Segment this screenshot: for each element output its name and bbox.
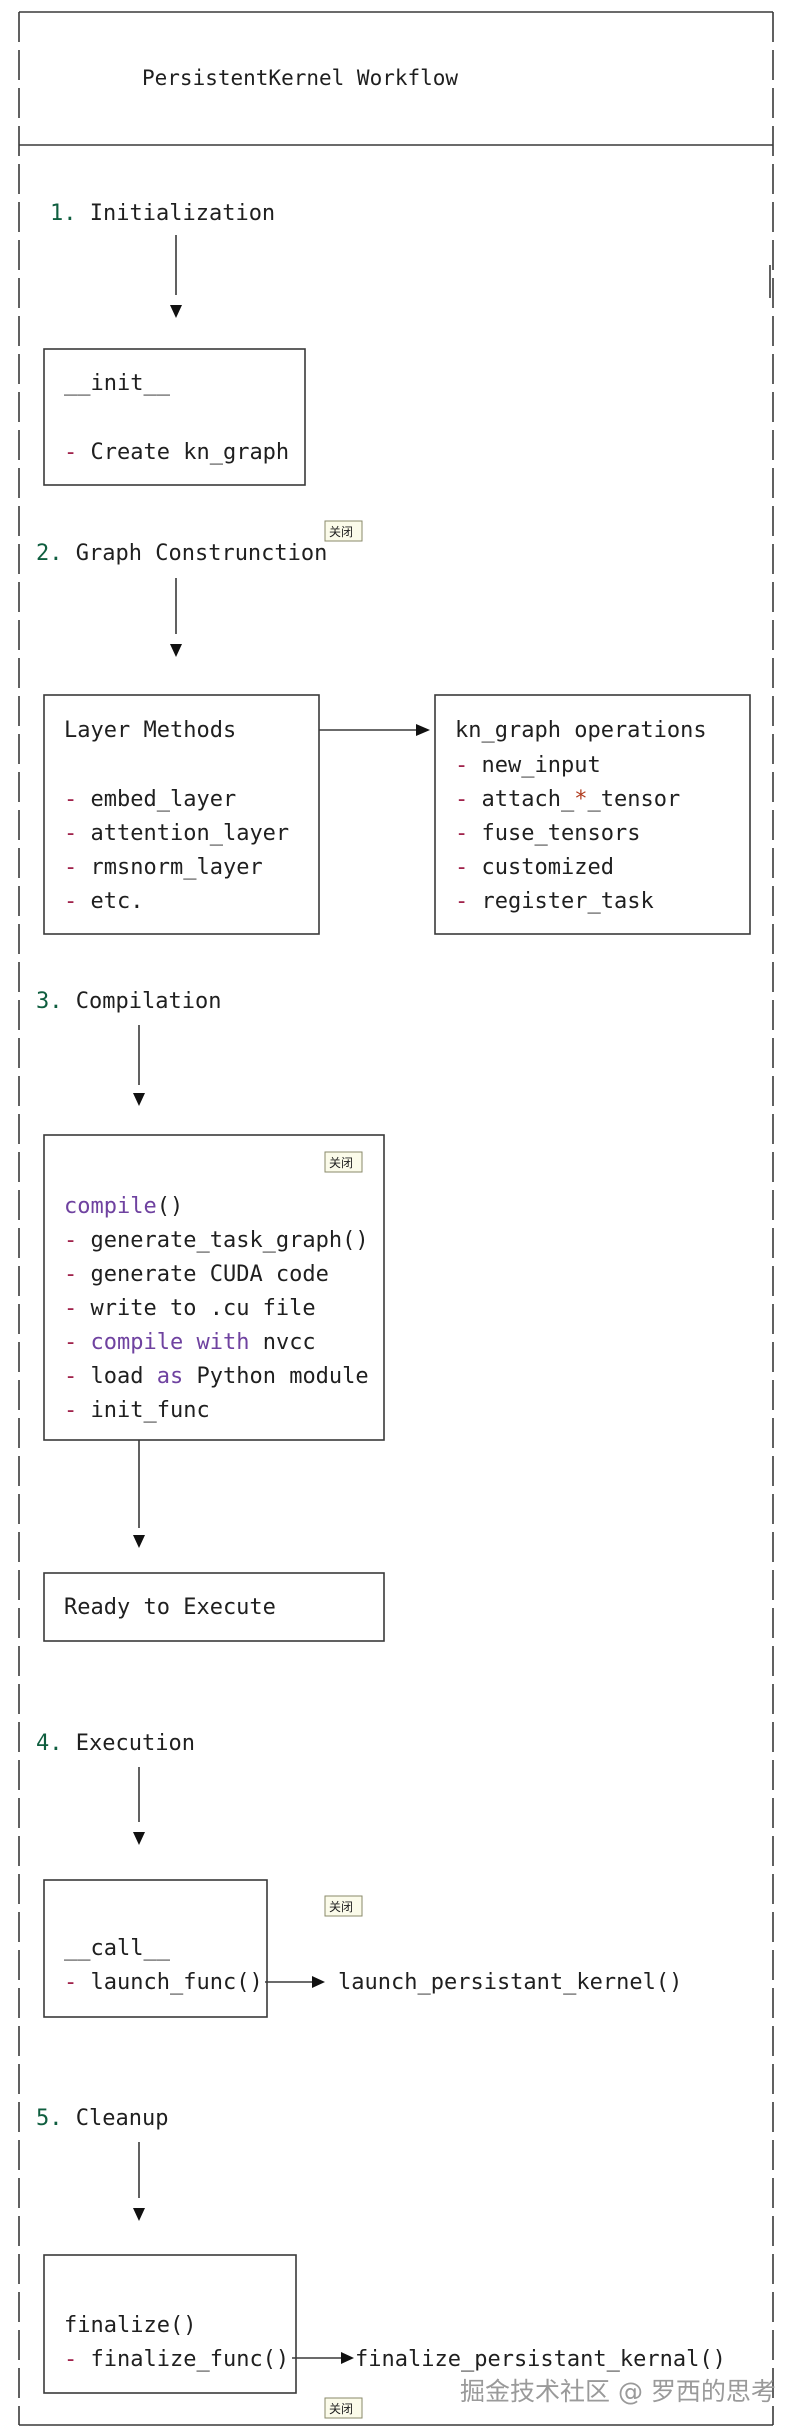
ops-box-item: - attach_*_tensor: [455, 787, 680, 812]
call-box-head: __call__: [64, 1936, 171, 1961]
layer-box-item: - etc.: [64, 889, 143, 914]
ops-box-head: kn_graph operations: [455, 718, 707, 743]
layer-box-item: - attention_layer: [64, 821, 289, 846]
close-badge[interactable]: 关闭: [324, 2397, 363, 2419]
layer-box-item: - embed_layer: [64, 787, 236, 812]
svg-text:关闭[interactable]: 关闭: [329, 1900, 353, 1914]
finalize-persistant-kernal-label: finalize_persistant_kernal(): [355, 2347, 726, 2372]
connector-step2: [170, 578, 182, 657]
ops-box-item: - new_input: [455, 753, 601, 778]
connector-finalize: [292, 2352, 354, 2364]
kn-graph-operations-box: kn_graph operations - new_input - attach…: [434, 694, 751, 935]
compile-box-item: - compile with nvcc: [64, 1330, 316, 1355]
connector-step5: [133, 2142, 145, 2221]
close-badge[interactable]: 关闭: [324, 1151, 363, 1173]
diagram-title: PersistentKernel Workflow: [142, 66, 458, 90]
init-box: __init__ - Create kn_graph: [43, 348, 306, 486]
launch-persistant-kernel-label: launch_persistant_kernel(): [338, 1970, 682, 1995]
connector-compile-ready: [133, 1440, 145, 1548]
step-2-heading: 2. Graph Construnction: [36, 541, 327, 566]
svg-text:关闭[interactable]: 关闭: [329, 525, 353, 539]
compile-box-item: - write to .cu file: [64, 1296, 316, 1321]
connector-call-launch: [265, 1976, 325, 1988]
call-box: __call__ - launch_func(): [43, 1879, 268, 2018]
compile-box-item: - load as Python module: [64, 1364, 369, 1389]
connector-step3: [133, 1025, 145, 1106]
ready-box-label: Ready to Execute: [64, 1595, 276, 1620]
ops-box-item: - register_task: [455, 889, 654, 914]
step-1-heading: 1. Initialization: [50, 201, 275, 226]
compile-box-head: compile(): [64, 1194, 183, 1219]
compile-box-item: - init_func: [64, 1398, 210, 1423]
step-5-heading: 5. Cleanup: [36, 2106, 168, 2131]
compile-box-item: - generate CUDA code: [64, 1262, 329, 1287]
outer-frame: [18, 11, 774, 2426]
step-4-heading: 4. Execution: [36, 1731, 195, 1756]
svg-text:关闭[interactable]: 关闭: [329, 1156, 353, 1170]
init-box-item: - Create kn_graph: [64, 440, 289, 465]
connector-step1: [170, 235, 182, 318]
close-badge[interactable]: 关闭: [324, 1895, 363, 1917]
layer-box-item: - rmsnorm_layer: [64, 855, 263, 880]
compile-box-item: - generate_task_graph(): [64, 1228, 369, 1253]
layer-box-head: Layer Methods: [64, 718, 236, 743]
svg-text:关闭[interactable]: 关闭: [329, 2402, 353, 2416]
ops-box-item: - customized: [455, 855, 614, 880]
close-badge[interactable]: 关闭: [324, 520, 363, 542]
finalize-box-item: - finalize_func(): [64, 2347, 289, 2372]
watermark: 掘金技术社区 @ 罗西的思考: [460, 2377, 776, 2406]
compile-box: compile() - generate_task_graph() - gene…: [43, 1134, 385, 1441]
connector-layer-ops: [319, 724, 430, 736]
init-box-head: __init__: [64, 371, 171, 396]
ready-box: Ready to Execute: [43, 1572, 385, 1642]
step-3-heading: 3. Compilation: [36, 989, 221, 1014]
ops-box-item: - fuse_tensors: [455, 821, 640, 846]
finalize-box-head: finalize(): [64, 2313, 196, 2338]
connector-step4: [133, 1767, 145, 1845]
call-box-item: - launch_func(): [64, 1970, 263, 1995]
layer-methods-box: Layer Methods - embed_layer - attention_…: [43, 694, 320, 935]
finalize-box: finalize() - finalize_func(): [43, 2254, 297, 2394]
